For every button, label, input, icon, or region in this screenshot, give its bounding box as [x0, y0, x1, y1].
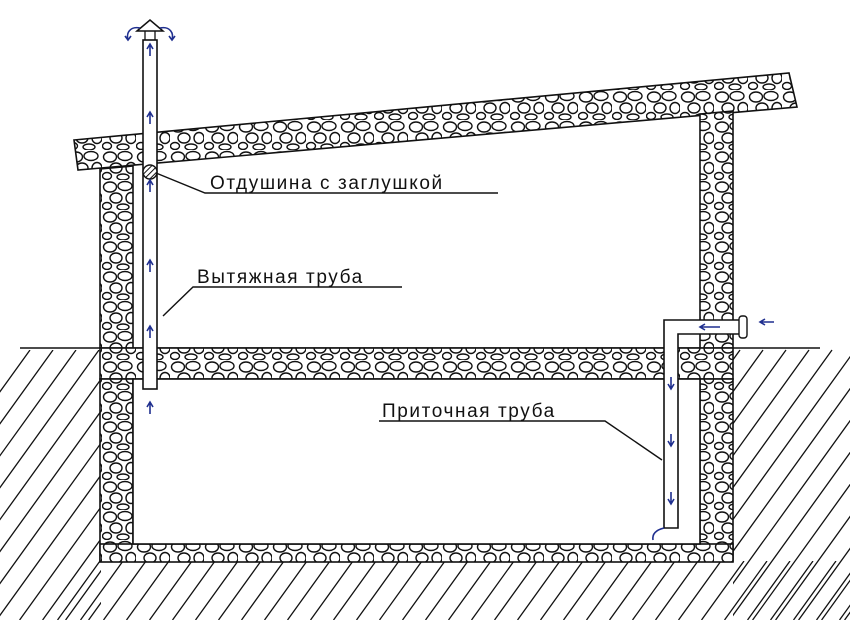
ground-hatching-left — [0, 350, 101, 620]
hatch-line — [470, 561, 515, 620]
hatch-line — [838, 604, 850, 620]
hatch-line — [746, 561, 791, 620]
hatch-line — [769, 561, 814, 620]
airflow-up-arrow — [146, 258, 154, 272]
hatch-line — [0, 350, 77, 457]
hatch-line — [562, 561, 607, 620]
airflow-curl-arrowhead — [168, 35, 176, 42]
hatch-line — [775, 515, 850, 620]
hatch-line — [0, 441, 101, 585]
hatch-line — [700, 561, 745, 620]
vent-plug-leader-line — [155, 172, 498, 194]
airflow-curl-arrowhead — [124, 35, 132, 42]
airflow-curl-arrow — [652, 527, 665, 541]
hatch-line — [0, 350, 100, 489]
airflow-left-arrow — [758, 318, 774, 326]
exhaust-pipe-leader-line — [162, 286, 402, 317]
hatch-line — [65, 569, 101, 620]
airflow-down-arrow — [667, 377, 675, 391]
hatch-line — [631, 561, 676, 620]
hatch-line — [0, 378, 101, 521]
roof-slab — [73, 72, 798, 171]
supply-pipe-label: Приточная труба — [382, 401, 556, 422]
hatch-line — [79, 561, 124, 620]
hatch-line — [125, 561, 170, 620]
hatch-line — [539, 561, 584, 620]
exhaust-pipe-cap — [134, 19, 166, 32]
hatch-line — [815, 572, 850, 620]
hatch-line — [286, 561, 331, 620]
hatch-line — [677, 561, 722, 620]
hatch-line — [355, 561, 400, 620]
upper-right-wall — [699, 110, 734, 349]
hatch-line — [723, 561, 768, 620]
airflow-down-arrow — [667, 434, 675, 448]
hatch-line — [792, 561, 837, 620]
hatch-line — [401, 561, 446, 620]
hatch-line — [240, 561, 285, 620]
hatch-line — [493, 561, 538, 620]
airflow-down-arrow — [667, 492, 675, 506]
airflow-up-arrow — [146, 400, 154, 414]
hatch-line — [733, 349, 833, 489]
hatch-line — [378, 561, 423, 620]
hatch-line — [733, 387, 850, 553]
hatch-line — [447, 561, 492, 620]
hatch-line — [19, 505, 101, 620]
exhaust-pipe-label: Вытяжная труба — [197, 267, 364, 288]
upper-left-wall — [99, 165, 134, 349]
cellar-interior — [132, 378, 701, 545]
exhaust-pipe — [142, 39, 158, 390]
hatch-line — [56, 561, 101, 620]
hatch-line — [217, 561, 262, 620]
hatch-line — [585, 561, 630, 620]
ground-hatching-bottom — [56, 561, 850, 620]
airflow-up-arrow — [146, 110, 154, 124]
cellar-right-wall — [699, 378, 734, 562]
hatch-line — [42, 537, 101, 620]
hatch-line — [194, 561, 239, 620]
airflow-up-arrow — [146, 324, 154, 338]
supply-pipe-inlet-cap — [738, 315, 748, 339]
vent-plug — [142, 164, 158, 180]
hatch-line — [309, 561, 354, 620]
supply-pipe-leader-line — [379, 420, 663, 461]
hatch-line — [148, 561, 193, 620]
hatch-line — [516, 561, 561, 620]
hatch-line — [733, 355, 850, 521]
cellar-bottom-slab — [99, 543, 734, 563]
floor-slab — [99, 347, 734, 380]
vent-plug-label: Отдушина с заглушкой — [210, 173, 444, 194]
hatch-line — [733, 349, 810, 457]
hatch-line — [733, 451, 850, 617]
hatch-line — [0, 409, 101, 553]
hatch-line — [733, 349, 787, 425]
hatch-line — [608, 561, 653, 620]
hatch-line — [654, 561, 699, 620]
hatch-line — [733, 419, 850, 585]
hatch-line — [171, 561, 216, 620]
hatch-line — [263, 561, 308, 620]
airflow-arrows — [124, 26, 774, 541]
hatch-line — [424, 561, 469, 620]
cellar-left-wall — [99, 378, 134, 562]
airflow-left-arrow — [698, 323, 720, 331]
hatch-line — [332, 561, 377, 620]
hatch-line — [752, 483, 850, 620]
hatch-line — [0, 473, 101, 617]
airflow-up-arrow — [146, 178, 154, 192]
hatch-line — [0, 350, 54, 425]
airflow-up-arrow — [146, 42, 154, 56]
hatch-line — [798, 547, 850, 620]
hatch-line — [102, 561, 147, 620]
